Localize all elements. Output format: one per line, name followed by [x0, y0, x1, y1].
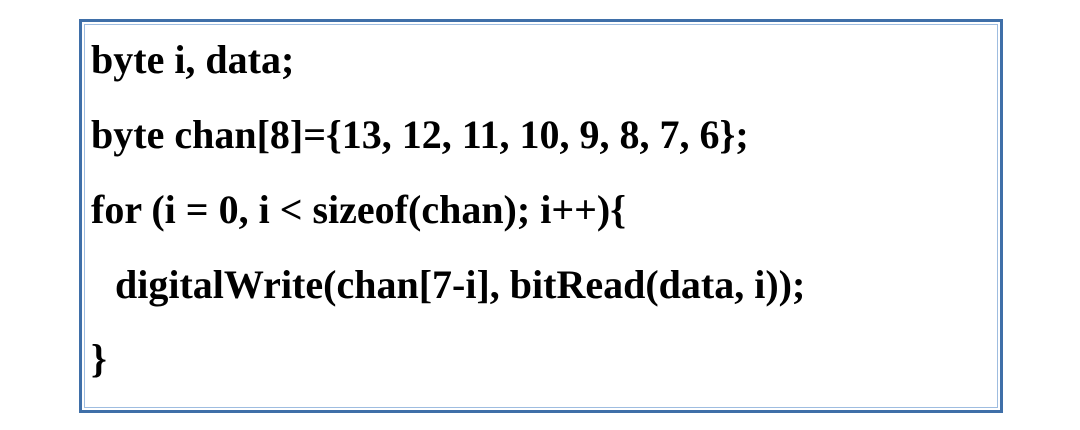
code-line-3: for (i = 0, i < sizeof(chan); i++){: [91, 187, 626, 232]
code-line-1: byte i, data;: [91, 37, 295, 82]
code-box: byte i, data; byte chan[8]={13, 12, 11, …: [79, 19, 1003, 413]
code-line-4: digitalWrite(chan[7-i], bitRead(data, i)…: [115, 262, 806, 307]
code-box-inner-border: [84, 24, 998, 408]
code-line-2: byte chan[8]={13, 12, 11, 10, 9, 8, 7, 6…: [91, 112, 749, 157]
code-line-5: }: [91, 336, 107, 381]
